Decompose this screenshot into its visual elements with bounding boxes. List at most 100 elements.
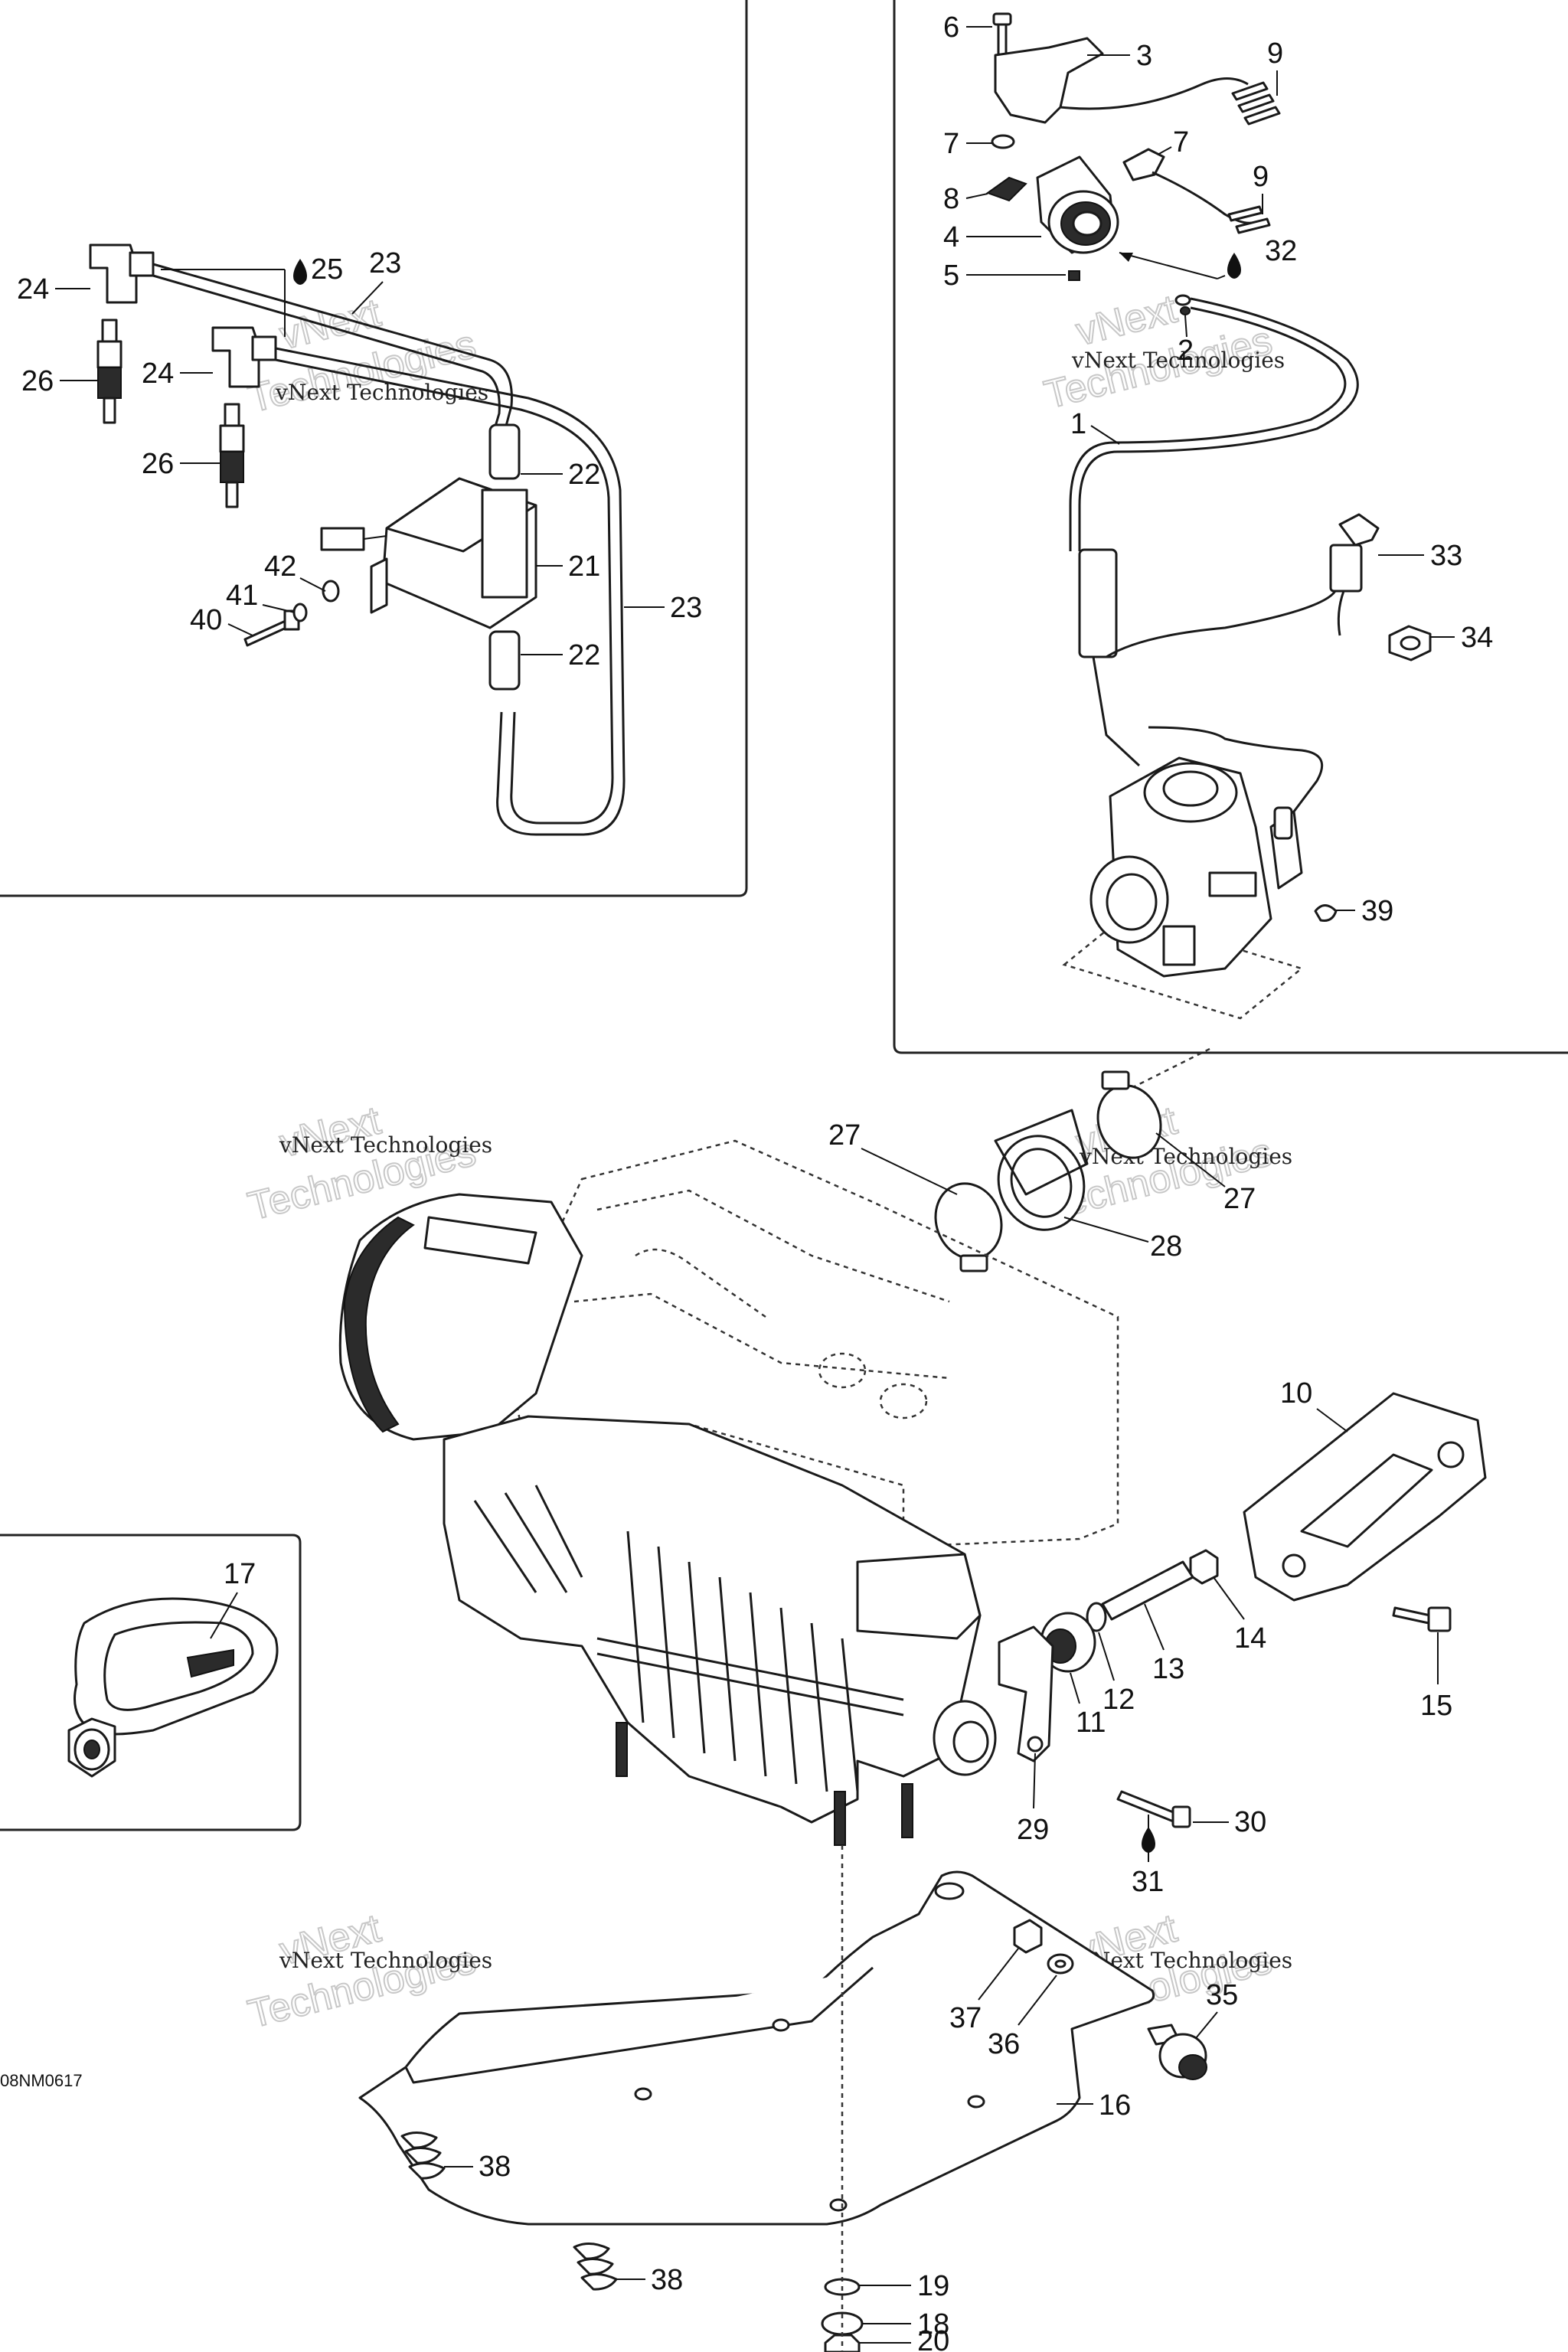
callout-27-right: 27	[1155, 1132, 1256, 1215]
callout-28: 28	[1063, 1217, 1182, 1263]
callout-24-upper: 24	[17, 273, 90, 305]
pto-bracket	[998, 1625, 1054, 1762]
detail-panel-frame	[0, 1534, 302, 1831]
throttle-bracket	[994, 37, 1104, 124]
svg-text:35: 35	[1206, 1979, 1238, 2011]
plate-nut	[1013, 1919, 1043, 1954]
callout-22-upper: 22	[521, 459, 600, 491]
svg-text:37: 37	[949, 2002, 982, 2034]
callout-17: 17	[210, 1558, 256, 1639]
svg-text:36: 36	[988, 2028, 1020, 2060]
ignition-coil	[320, 477, 537, 629]
callout-22-lower: 22	[521, 639, 600, 671]
carburetor	[1062, 756, 1304, 1020]
engine	[338, 1139, 1119, 1846]
svg-text:2: 2	[1178, 335, 1194, 367]
svg-text:38: 38	[651, 2264, 683, 2296]
svg-text:5: 5	[943, 260, 959, 292]
callout-38-upper: 38	[444, 2151, 511, 2183]
cable-branch-1	[1092, 656, 1141, 767]
callout-23-lower: 23	[624, 592, 702, 624]
callout-19: 19	[859, 2270, 949, 2302]
choke-nut	[1388, 625, 1432, 662]
callout-6: 6	[943, 11, 992, 44]
callout-26-lower: 26	[142, 448, 220, 480]
cable-branch-2	[1106, 550, 1356, 658]
svg-text:24: 24	[17, 273, 49, 305]
callout-7-left: 7	[943, 128, 992, 160]
callout-13: 13	[1144, 1603, 1184, 1685]
svg-text:1: 1	[1070, 408, 1086, 440]
callout-9-upper: 9	[1267, 38, 1283, 96]
watermark-2: vNext Technologies	[1040, 286, 1278, 418]
svg-text:33: 33	[1430, 540, 1462, 572]
throttle-switch	[1122, 148, 1256, 224]
svg-text:6: 6	[943, 11, 959, 44]
svg-text:18: 18	[917, 2308, 949, 2341]
callout-14: 14	[1213, 1576, 1266, 1655]
callout-35: 35	[1195, 1979, 1238, 2039]
engine-plate	[358, 1870, 1155, 2226]
spark-plug-lower	[219, 403, 245, 508]
spark-plug-cap-upper	[89, 243, 155, 304]
svg-text:42: 42	[264, 550, 296, 583]
cable-adjuster	[1078, 548, 1118, 658]
callout-34: 34	[1430, 622, 1493, 654]
bracket-cable	[1060, 77, 1249, 110]
svg-text:38: 38	[479, 2151, 511, 2183]
callout-7-right: 7	[1157, 126, 1189, 158]
callout-18: 18	[862, 2308, 949, 2341]
stud-washer	[1086, 1602, 1107, 1632]
throttle-cable-inner	[1069, 306, 1347, 551]
mount-bolt	[1392, 1606, 1452, 1632]
throttle-cable	[1078, 297, 1359, 551]
callout-24-lower: 24	[142, 358, 213, 390]
svg-text:21: 21	[568, 550, 600, 583]
high-tension-wire-2	[275, 347, 626, 836]
spark-plug-upper	[96, 318, 122, 424]
screw-washer	[991, 134, 1015, 149]
svg-text:16: 16	[1099, 2089, 1131, 2122]
svg-text:8: 8	[943, 183, 959, 215]
callout-11: 11	[1070, 1672, 1106, 1739]
choke-lever	[1329, 513, 1380, 636]
callout-21: 21	[536, 550, 600, 583]
bracket-bolt	[1116, 1790, 1191, 1828]
svg-text:10: 10	[1280, 1377, 1312, 1410]
spring-clip	[1314, 904, 1338, 922]
svg-text:27: 27	[828, 1119, 861, 1152]
coil-screw	[243, 609, 300, 647]
callout-26-upper: 26	[21, 365, 98, 397]
callout-15: 15	[1420, 1632, 1452, 1722]
callout-4: 4	[943, 221, 1041, 253]
svg-text:3: 3	[1136, 40, 1152, 72]
callout-1: 1	[1070, 408, 1120, 445]
callout-16: 16	[1057, 2089, 1131, 2122]
svg-text:41: 41	[226, 580, 258, 612]
svg-text:34: 34	[1461, 622, 1493, 654]
callout-31: 31	[1132, 1815, 1164, 1898]
spark-plug-cap-lower	[211, 326, 277, 388]
high-tension-wire-1	[152, 263, 513, 430]
callout-2: 2	[1178, 315, 1194, 367]
svg-text:14: 14	[1234, 1622, 1266, 1655]
retaining-clips-lower	[573, 2243, 618, 2291]
callout-33: 33	[1378, 540, 1462, 572]
callout-39: 39	[1336, 895, 1393, 927]
svg-text:23: 23	[670, 592, 702, 624]
svg-text:15: 15	[1420, 1690, 1452, 1722]
set-screw	[1068, 270, 1080, 281]
throttle-housing	[1036, 155, 1119, 254]
wire-terminals-lower	[1227, 205, 1271, 234]
high-tension-wire-1b	[152, 274, 501, 430]
callout-27-left: 27	[828, 1119, 958, 1195]
svg-text:32: 32	[1265, 235, 1297, 267]
callout-30: 30	[1193, 1806, 1266, 1838]
callout-32: 32	[1119, 235, 1297, 279]
callout-8: 8	[943, 183, 988, 215]
svg-text:11: 11	[1076, 1707, 1106, 1739]
svg-text:22: 22	[568, 639, 600, 671]
detail-17-part	[67, 1597, 279, 1778]
coil-boot-upper	[488, 423, 521, 480]
